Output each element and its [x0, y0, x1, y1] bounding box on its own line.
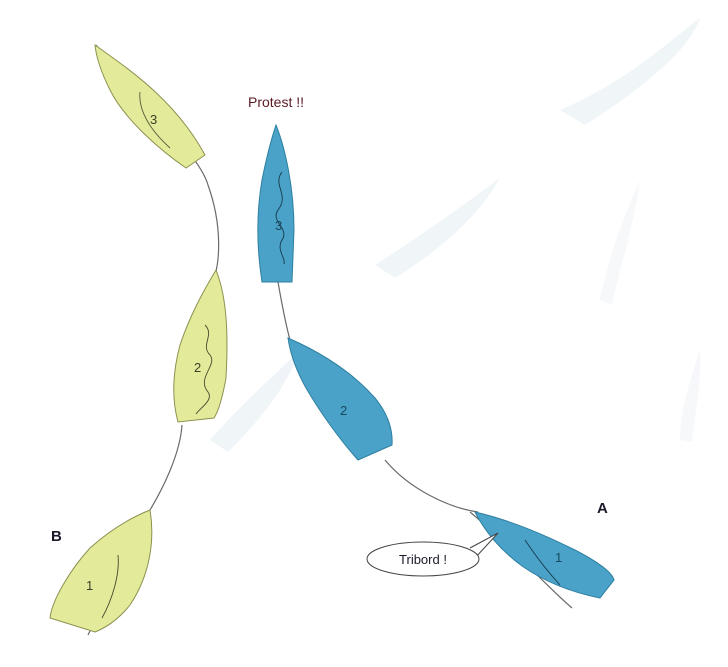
boat-b-position-1: 1 — [50, 510, 152, 632]
boat-b-hull — [95, 45, 205, 168]
boat-a-track — [385, 460, 478, 512]
tribord-callout: Tribord ! — [367, 533, 498, 576]
ghost-boat — [600, 180, 640, 305]
boat-a-hull — [258, 125, 294, 282]
boat-b-hull — [50, 510, 152, 632]
boat-a-number: 3 — [275, 218, 282, 233]
boat-b-position-2: 2 — [174, 270, 227, 422]
boat-b-number: 1 — [86, 578, 93, 593]
boat-a-position-2: 2 — [288, 338, 392, 460]
boat-a-number: 1 — [555, 550, 562, 565]
boat-a-label: A — [597, 500, 608, 517]
ghost-boat — [560, 18, 700, 125]
ghost-boat — [375, 178, 500, 278]
boat-a-group: 3 2 1 — [258, 125, 614, 598]
boat-b-position-3: 3 — [95, 45, 205, 168]
boat-a-number: 2 — [340, 403, 347, 418]
boat-b-track — [150, 425, 182, 510]
boat-b-number: 3 — [150, 112, 157, 127]
boat-b-group: 3 2 1 — [50, 45, 227, 632]
boat-a-hull — [288, 338, 392, 460]
boat-a-track — [278, 282, 290, 340]
ghost-boat — [680, 350, 700, 442]
boat-a-position-1: 1 — [475, 512, 614, 598]
boat-a-position-3: 3 — [258, 125, 294, 282]
boat-b-hull — [174, 270, 227, 422]
boat-b-number: 2 — [194, 360, 201, 375]
boat-b-label: B — [51, 528, 62, 545]
protest-label: Protest !! — [248, 94, 304, 110]
boat-a-hull — [475, 512, 614, 598]
tribord-label: Tribord ! — [399, 552, 447, 567]
